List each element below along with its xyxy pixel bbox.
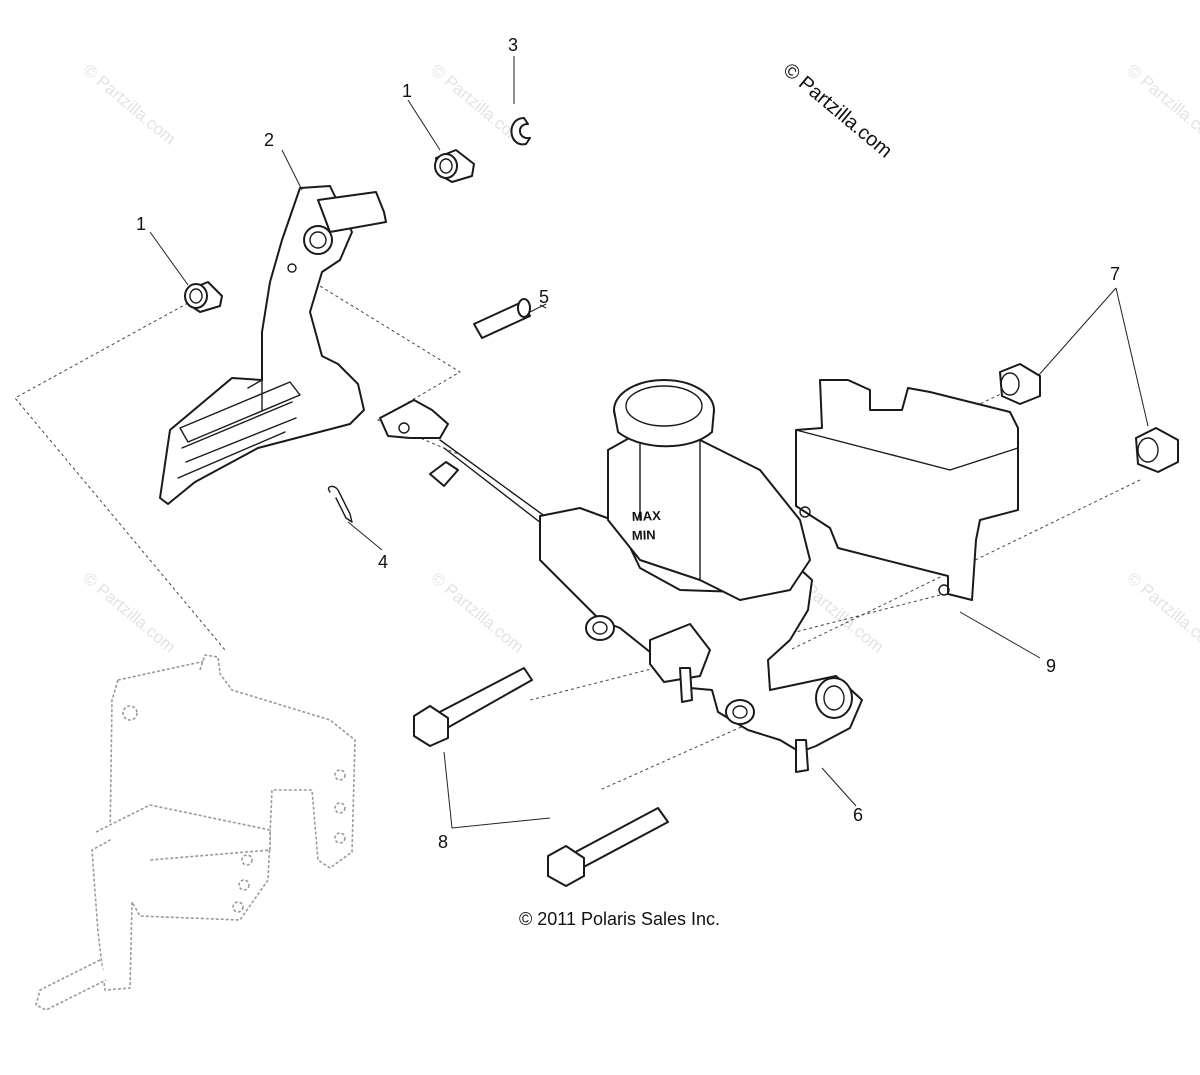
clevis-pin: [473, 298, 531, 339]
callout-7: 7: [1110, 264, 1120, 284]
callouts: 1 1 2 3 4 5 6 7 8 9: [136, 35, 1120, 852]
callout-8: 8: [438, 832, 448, 852]
watermark: © Partzilla.com: [79, 569, 179, 657]
bushing-top: [434, 149, 475, 183]
mounting-plate: [795, 379, 1019, 601]
callout-1-top: 1: [402, 81, 412, 101]
leader-lines: [149, 56, 1149, 829]
copyright-notice: © 2011 Polaris Sales Inc.: [519, 909, 720, 929]
bolt-lower: [547, 807, 669, 887]
frame-bracket-ghost: [35, 654, 356, 1011]
bushing-left: [184, 281, 223, 313]
watermark: © Partzilla.com: [79, 61, 179, 149]
cotter-pin: [327, 485, 353, 523]
master-cylinder: MAX MIN: [379, 379, 863, 773]
watermark: © Partzilla.com: [1123, 569, 1200, 657]
callout-9: 9: [1046, 656, 1056, 676]
callout-3: 3: [508, 35, 518, 55]
watermark: © Partzilla.com: [1123, 61, 1200, 149]
reservoir-min-label: MIN: [632, 527, 656, 543]
callout-5: 5: [539, 287, 549, 307]
callout-6: 6: [853, 805, 863, 825]
flange-nut-lower: [1135, 427, 1179, 473]
e-clip: [510, 117, 531, 146]
callout-4: 4: [378, 552, 388, 572]
bolt-upper: [413, 667, 533, 747]
brake-pedal: [159, 185, 387, 505]
callout-1-left: 1: [136, 214, 146, 234]
reservoir-max-label: MAX: [632, 508, 662, 524]
flange-nut-upper: [999, 363, 1041, 405]
watermark: © Partzilla.com: [427, 569, 527, 657]
partzilla-brand: © Partzilla.com: [779, 59, 896, 162]
callout-2: 2: [264, 130, 274, 150]
